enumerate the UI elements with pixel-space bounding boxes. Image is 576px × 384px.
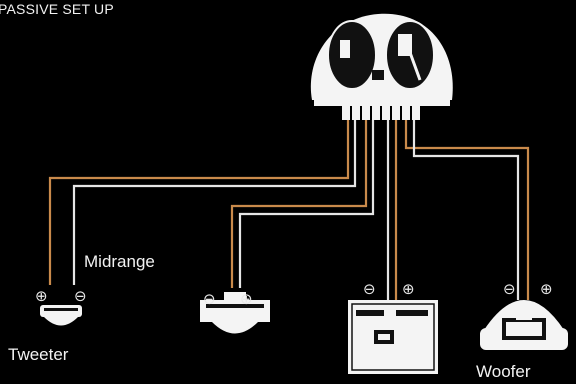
amplifier-wires <box>386 120 398 300</box>
woofer-wires <box>404 120 530 300</box>
midrange-device <box>200 292 270 334</box>
woofer-positive-symbol: ⊕ <box>540 280 553 298</box>
tweeter-wires <box>48 120 357 285</box>
tweeter-label: Tweeter <box>8 345 69 364</box>
woofer-label: Woofer <box>476 362 531 381</box>
tweeter-positive-symbol: ⊕ <box>35 287 48 305</box>
woofer-negative-symbol: ⊖ <box>503 280 516 298</box>
amplifier-negative-symbol: ⊖ <box>363 280 376 298</box>
amplifier-positive-symbol: ⊕ <box>402 280 415 298</box>
crossover-terminals <box>342 104 420 120</box>
page-title: PASSIVE SET UP <box>0 1 114 17</box>
midrange-wires <box>230 120 375 288</box>
woofer-device <box>480 300 568 350</box>
midrange-positive-symbol: ⊕ <box>240 290 253 308</box>
tweeter-device <box>40 305 82 326</box>
tweeter-negative-symbol: ⊖ <box>74 287 87 305</box>
midrange-label: Midrange <box>84 252 155 271</box>
amplifier-device <box>348 300 438 374</box>
crossover-unit <box>310 13 453 120</box>
midrange-negative-symbol: ⊖ <box>203 290 216 308</box>
